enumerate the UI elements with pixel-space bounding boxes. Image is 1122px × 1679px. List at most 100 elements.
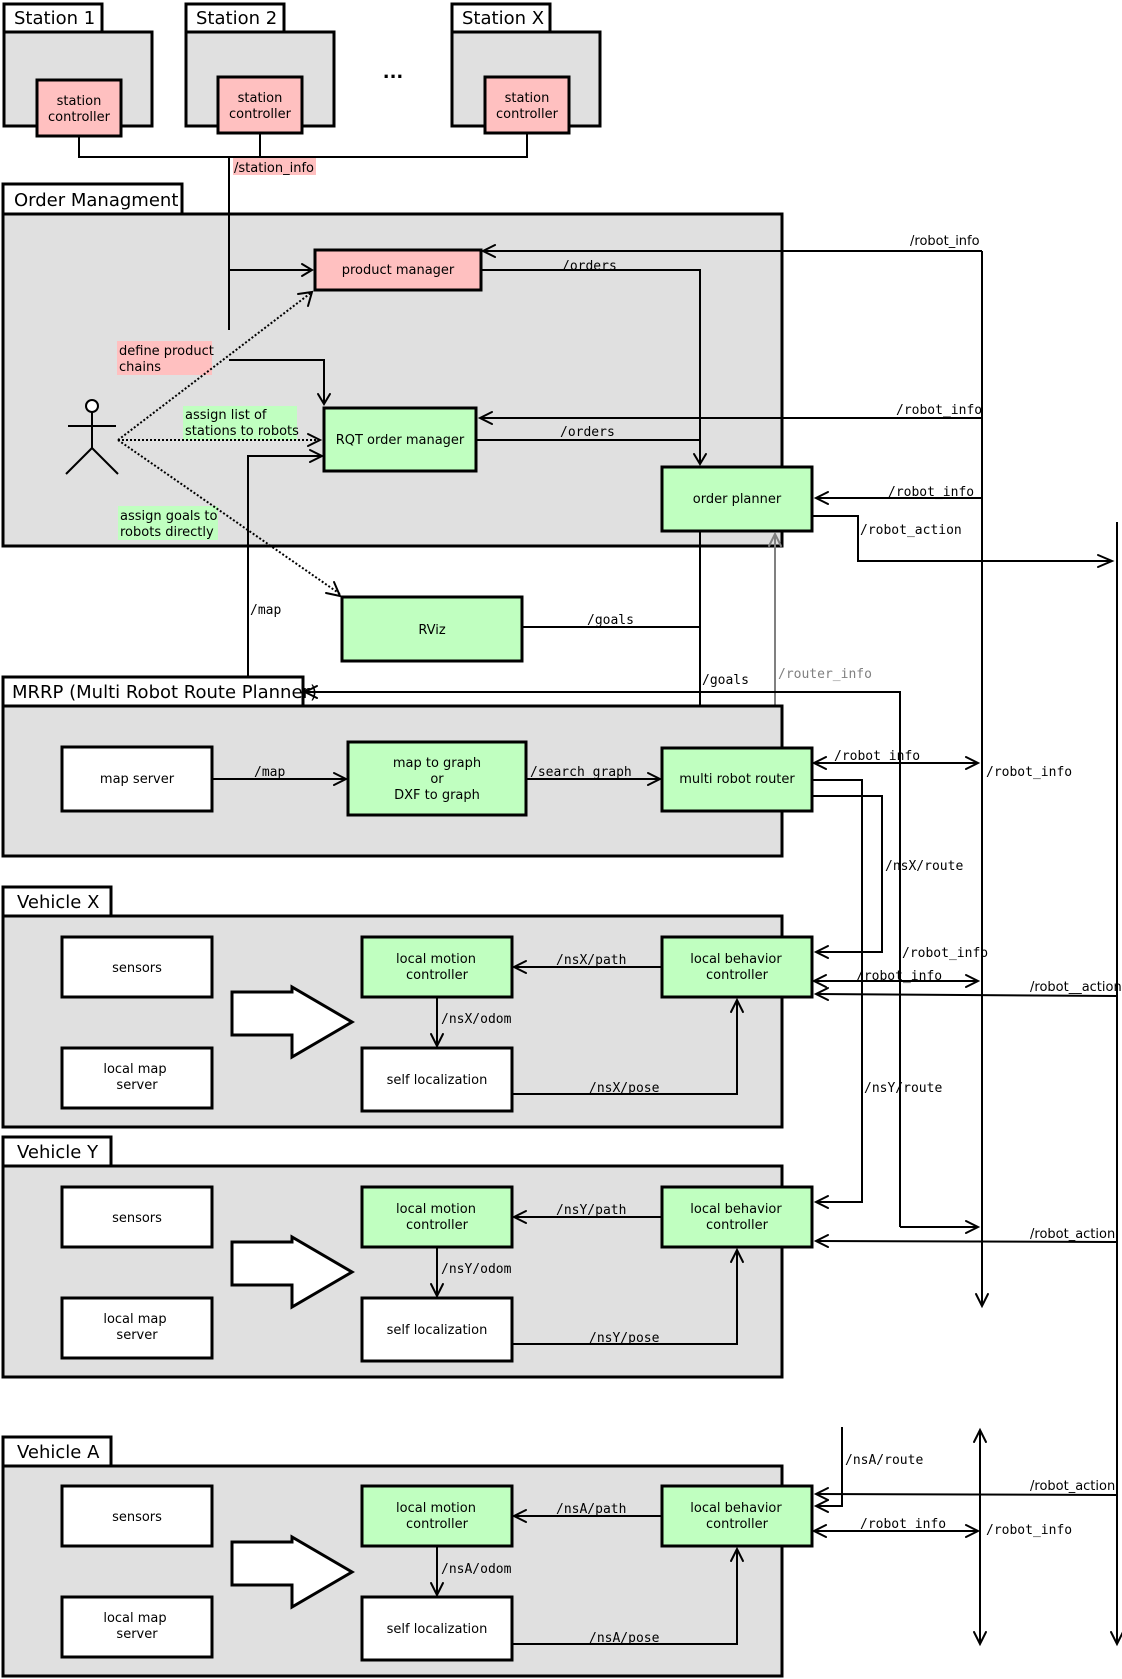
station-1: Station 1 station controller xyxy=(2,2,154,138)
topic-goals-2: /goals xyxy=(702,673,749,688)
svg-text:sensors: sensors xyxy=(112,961,162,976)
svg-text:product manager: product manager xyxy=(342,263,455,278)
vehicle-y-flow-arrow-icon xyxy=(230,1234,355,1310)
svg-text:server: server xyxy=(116,1328,158,1343)
topic-robot-info-va: /robot_info xyxy=(860,1517,946,1532)
svg-text:local motion: local motion xyxy=(396,1501,476,1516)
svg-text:controller: controller xyxy=(229,107,292,122)
vehicle-y-local-behavior-controller xyxy=(660,1185,814,1249)
svg-text:local behavior: local behavior xyxy=(690,1501,782,1516)
topic-robot-info-3: /robot_info xyxy=(888,485,974,500)
station-x: Station X station controller xyxy=(450,2,602,135)
note-assign-goals-2: robots directly xyxy=(120,525,214,540)
svg-text:station: station xyxy=(238,91,283,106)
station-x-title: Station X xyxy=(462,8,544,29)
product-manager xyxy=(313,248,483,292)
svg-text:server: server xyxy=(116,1078,158,1093)
topic-nsx-route: /nsX/route xyxy=(885,859,963,874)
vehicle-y-topic-odom: /nsY/odom xyxy=(441,1262,512,1277)
vehicle-y-topic-pose: /nsY/pose xyxy=(589,1331,660,1346)
mrrp-group: MRRP (Multi Robot Route Planner) map ser… xyxy=(1,675,814,858)
svg-text:multi robot router: multi robot router xyxy=(679,772,795,787)
rviz xyxy=(340,595,524,663)
vehicle-y-local-motion-controller xyxy=(360,1185,514,1249)
svg-text:sensors: sensors xyxy=(112,1211,162,1226)
vehicle-x-flow-arrow-icon xyxy=(230,984,355,1060)
svg-text:order planner: order planner xyxy=(693,492,782,507)
station-2-controller xyxy=(216,75,304,135)
svg-text:RViz: RViz xyxy=(418,623,446,638)
vehicle-a-group: Vehicle A sensors local map server local… xyxy=(1,1435,814,1678)
svg-text:controller: controller xyxy=(48,110,111,125)
svg-text:controller: controller xyxy=(496,107,559,122)
stations-ellipsis: ... xyxy=(383,62,404,83)
vehicle-y-self-localization xyxy=(360,1296,514,1363)
svg-text:self localization: self localization xyxy=(387,1323,488,1338)
svg-text:controller: controller xyxy=(406,1218,469,1233)
multi-robot-router xyxy=(660,746,814,813)
svg-text:map to graph: map to graph xyxy=(393,756,481,771)
svg-text:sensors: sensors xyxy=(112,1510,162,1525)
vehicle-a-topic-pose: /nsA/pose xyxy=(589,1631,660,1646)
topic-robot-info-2: /robot_info xyxy=(896,403,982,418)
note-assign-stations-1: assign list of xyxy=(185,408,267,423)
station-1-title: Station 1 xyxy=(14,8,95,29)
vehicle-a-local-behavior-controller xyxy=(660,1484,814,1548)
topic-station-info: /station_info xyxy=(234,161,314,176)
svg-text:station: station xyxy=(57,94,102,109)
vehicle-y-title: Vehicle Y xyxy=(17,1142,99,1163)
svg-text:local motion: local motion xyxy=(396,952,476,967)
note-define-chains-2: chains xyxy=(119,360,161,375)
station-2-title: Station 2 xyxy=(196,8,277,29)
user-actor-icon xyxy=(65,399,119,475)
topic-robot-info-1: /robot_info xyxy=(910,234,980,249)
topic-robot-info-vx2: /robot_info xyxy=(902,946,988,961)
topic-map-2: /map xyxy=(254,765,285,780)
svg-text:controller: controller xyxy=(406,968,469,983)
vehicle-y-sensors xyxy=(60,1185,214,1249)
topic-goals-1: /goals xyxy=(587,613,634,628)
svg-text:local map: local map xyxy=(103,1611,166,1626)
note-assign-stations-2: stations to robots xyxy=(185,424,299,439)
vehicle-y-group: Vehicle Y sensors local map server local… xyxy=(1,1135,814,1379)
svg-text:map server: map server xyxy=(100,772,175,787)
vehicle-x-topic-odom: /nsX/odom xyxy=(441,1012,512,1027)
topic-router-info: /router_info xyxy=(778,667,872,682)
topic-robot-action-va: /robot_action xyxy=(1030,1479,1115,1494)
vehicle-a-flow-arrow-icon xyxy=(230,1534,355,1610)
vehicle-x-topic-path: /nsX/path xyxy=(556,953,626,968)
topic-map-1: /map xyxy=(250,603,281,618)
svg-text:controller: controller xyxy=(706,968,769,983)
vehicle-x-title: Vehicle X xyxy=(17,892,99,913)
topic-orders-2: /orders xyxy=(560,425,615,440)
vehicle-x-group: Vehicle X sensors local map server local… xyxy=(1,885,814,1129)
svg-text:controller: controller xyxy=(706,1218,769,1233)
topic-robot-info-va2: /robot_info xyxy=(986,1523,1072,1538)
station-2: Station 2 station controller xyxy=(184,2,336,135)
svg-text:station: station xyxy=(505,91,550,106)
note-assign-goals-1: assign goals to xyxy=(120,509,218,524)
vehicle-x-sensors xyxy=(60,935,214,999)
svg-text:DXF to graph: DXF to graph xyxy=(394,788,480,803)
svg-text:controller: controller xyxy=(706,1517,769,1532)
svg-text:local behavior: local behavior xyxy=(690,952,782,967)
svg-text:local map: local map xyxy=(103,1312,166,1327)
topic-orders-1: /orders xyxy=(562,259,617,274)
svg-text:controller: controller xyxy=(406,1517,469,1532)
vehicle-x-topic-pose: /nsX/pose xyxy=(589,1081,660,1096)
vehicle-a-self-localization xyxy=(360,1595,514,1662)
svg-text:server: server xyxy=(116,1627,158,1642)
svg-text:local map: local map xyxy=(103,1062,166,1077)
vehicle-a-topic-path: /nsA/path xyxy=(556,1502,626,1517)
order-management-title: Order Managment xyxy=(14,190,178,211)
vehicle-a-local-map-server xyxy=(60,1595,214,1659)
topic-robot-action-vy: /robot_action xyxy=(1030,1227,1115,1242)
topic-nsy-route: /nsY/route xyxy=(864,1081,942,1096)
topic-nsa-route: /nsA/route xyxy=(845,1453,923,1468)
svg-text:self localization: self localization xyxy=(387,1073,488,1088)
vehicle-a-topic-odom: /nsA/odom xyxy=(441,1562,512,1577)
svg-text:RQT order manager: RQT order manager xyxy=(336,433,465,448)
svg-text:local behavior: local behavior xyxy=(690,1202,782,1217)
svg-text:self localization: self localization xyxy=(387,1622,488,1637)
vehicle-y-local-map-server xyxy=(60,1296,214,1360)
